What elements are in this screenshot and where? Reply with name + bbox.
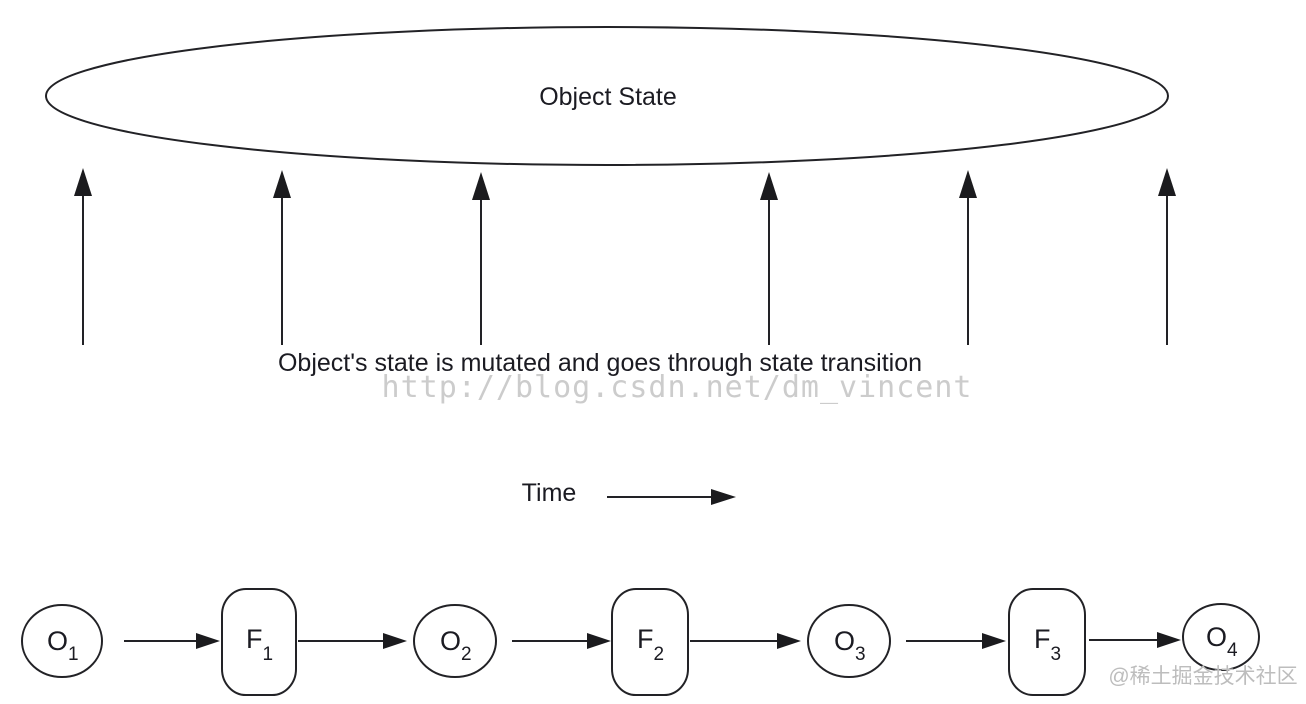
node-subscript: 1 (263, 644, 274, 665)
flow-arrow-3 (512, 633, 611, 649)
node-subscript: 1 (68, 644, 79, 665)
node-subscript: 4 (1227, 640, 1238, 661)
object-node-label: O3 (834, 626, 866, 665)
state-transition-flow: O1 F1 O2 (21, 588, 1260, 696)
object-node-label: O1 (47, 626, 79, 665)
flow-arrow-6 (1089, 632, 1181, 648)
function-node-box (221, 588, 297, 696)
object-state-label: Object State (539, 83, 677, 111)
time-axis: Time (522, 479, 736, 507)
flow-node-o2: O2 (413, 604, 497, 678)
node-subscript: 3 (855, 644, 866, 665)
node-letter: O (47, 626, 68, 656)
function-node-label: F1 (246, 624, 273, 665)
flow-node-o1: O1 (21, 604, 103, 678)
node-subscript: 3 (1051, 644, 1062, 665)
watermark-url: http://blog.csdn.net/dm_vincent (382, 370, 973, 405)
state-mutation-arrow-4 (760, 172, 778, 345)
state-mutation-arrow-1 (74, 168, 92, 345)
object-state-ellipse (45, 26, 1169, 166)
flow-node-o3: O3 (807, 604, 891, 678)
node-subscript: 2 (654, 644, 665, 665)
node-letter: F (246, 624, 263, 654)
flow-arrow-1 (124, 633, 220, 649)
time-label: Time (522, 479, 577, 507)
node-letter: F (637, 624, 654, 654)
flow-node-f2: F2 (611, 588, 689, 696)
object-node-label: O4 (1206, 622, 1238, 661)
flow-arrow-2 (298, 633, 407, 649)
mutation-caption: Object's state is mutated and goes throu… (278, 349, 922, 377)
flow-node-f3: F3 (1008, 588, 1086, 696)
node-letter: F (1034, 624, 1051, 654)
flow-node-f1: F1 (221, 588, 297, 696)
node-letter: O (834, 626, 855, 656)
state-mutation-arrow-2 (273, 170, 291, 345)
function-node-label: F2 (637, 624, 664, 665)
watermark-community: @稀土掘金技术社区 (1108, 665, 1297, 688)
flow-arrow-4 (690, 633, 801, 649)
flow-node-o4: O4 (1182, 603, 1260, 671)
flow-arrow-5 (906, 633, 1006, 649)
function-node-label: F3 (1034, 624, 1061, 665)
node-subscript: 2 (461, 644, 472, 665)
state-mutation-arrows (74, 168, 1176, 345)
state-mutation-arrow-6 (1158, 168, 1176, 345)
object-node-label: O2 (440, 626, 472, 665)
object-node-circle (807, 604, 891, 678)
object-node-circle (1182, 603, 1260, 671)
state-mutation-arrow-3 (472, 172, 490, 345)
state-mutation-arrow-5 (959, 170, 977, 345)
node-letter: O (1206, 622, 1227, 652)
object-node-circle (413, 604, 497, 678)
function-node-box (611, 588, 689, 696)
node-letter: O (440, 626, 461, 656)
function-node-box (1008, 588, 1086, 696)
object-node-circle (21, 604, 103, 678)
time-arrow (607, 489, 736, 505)
